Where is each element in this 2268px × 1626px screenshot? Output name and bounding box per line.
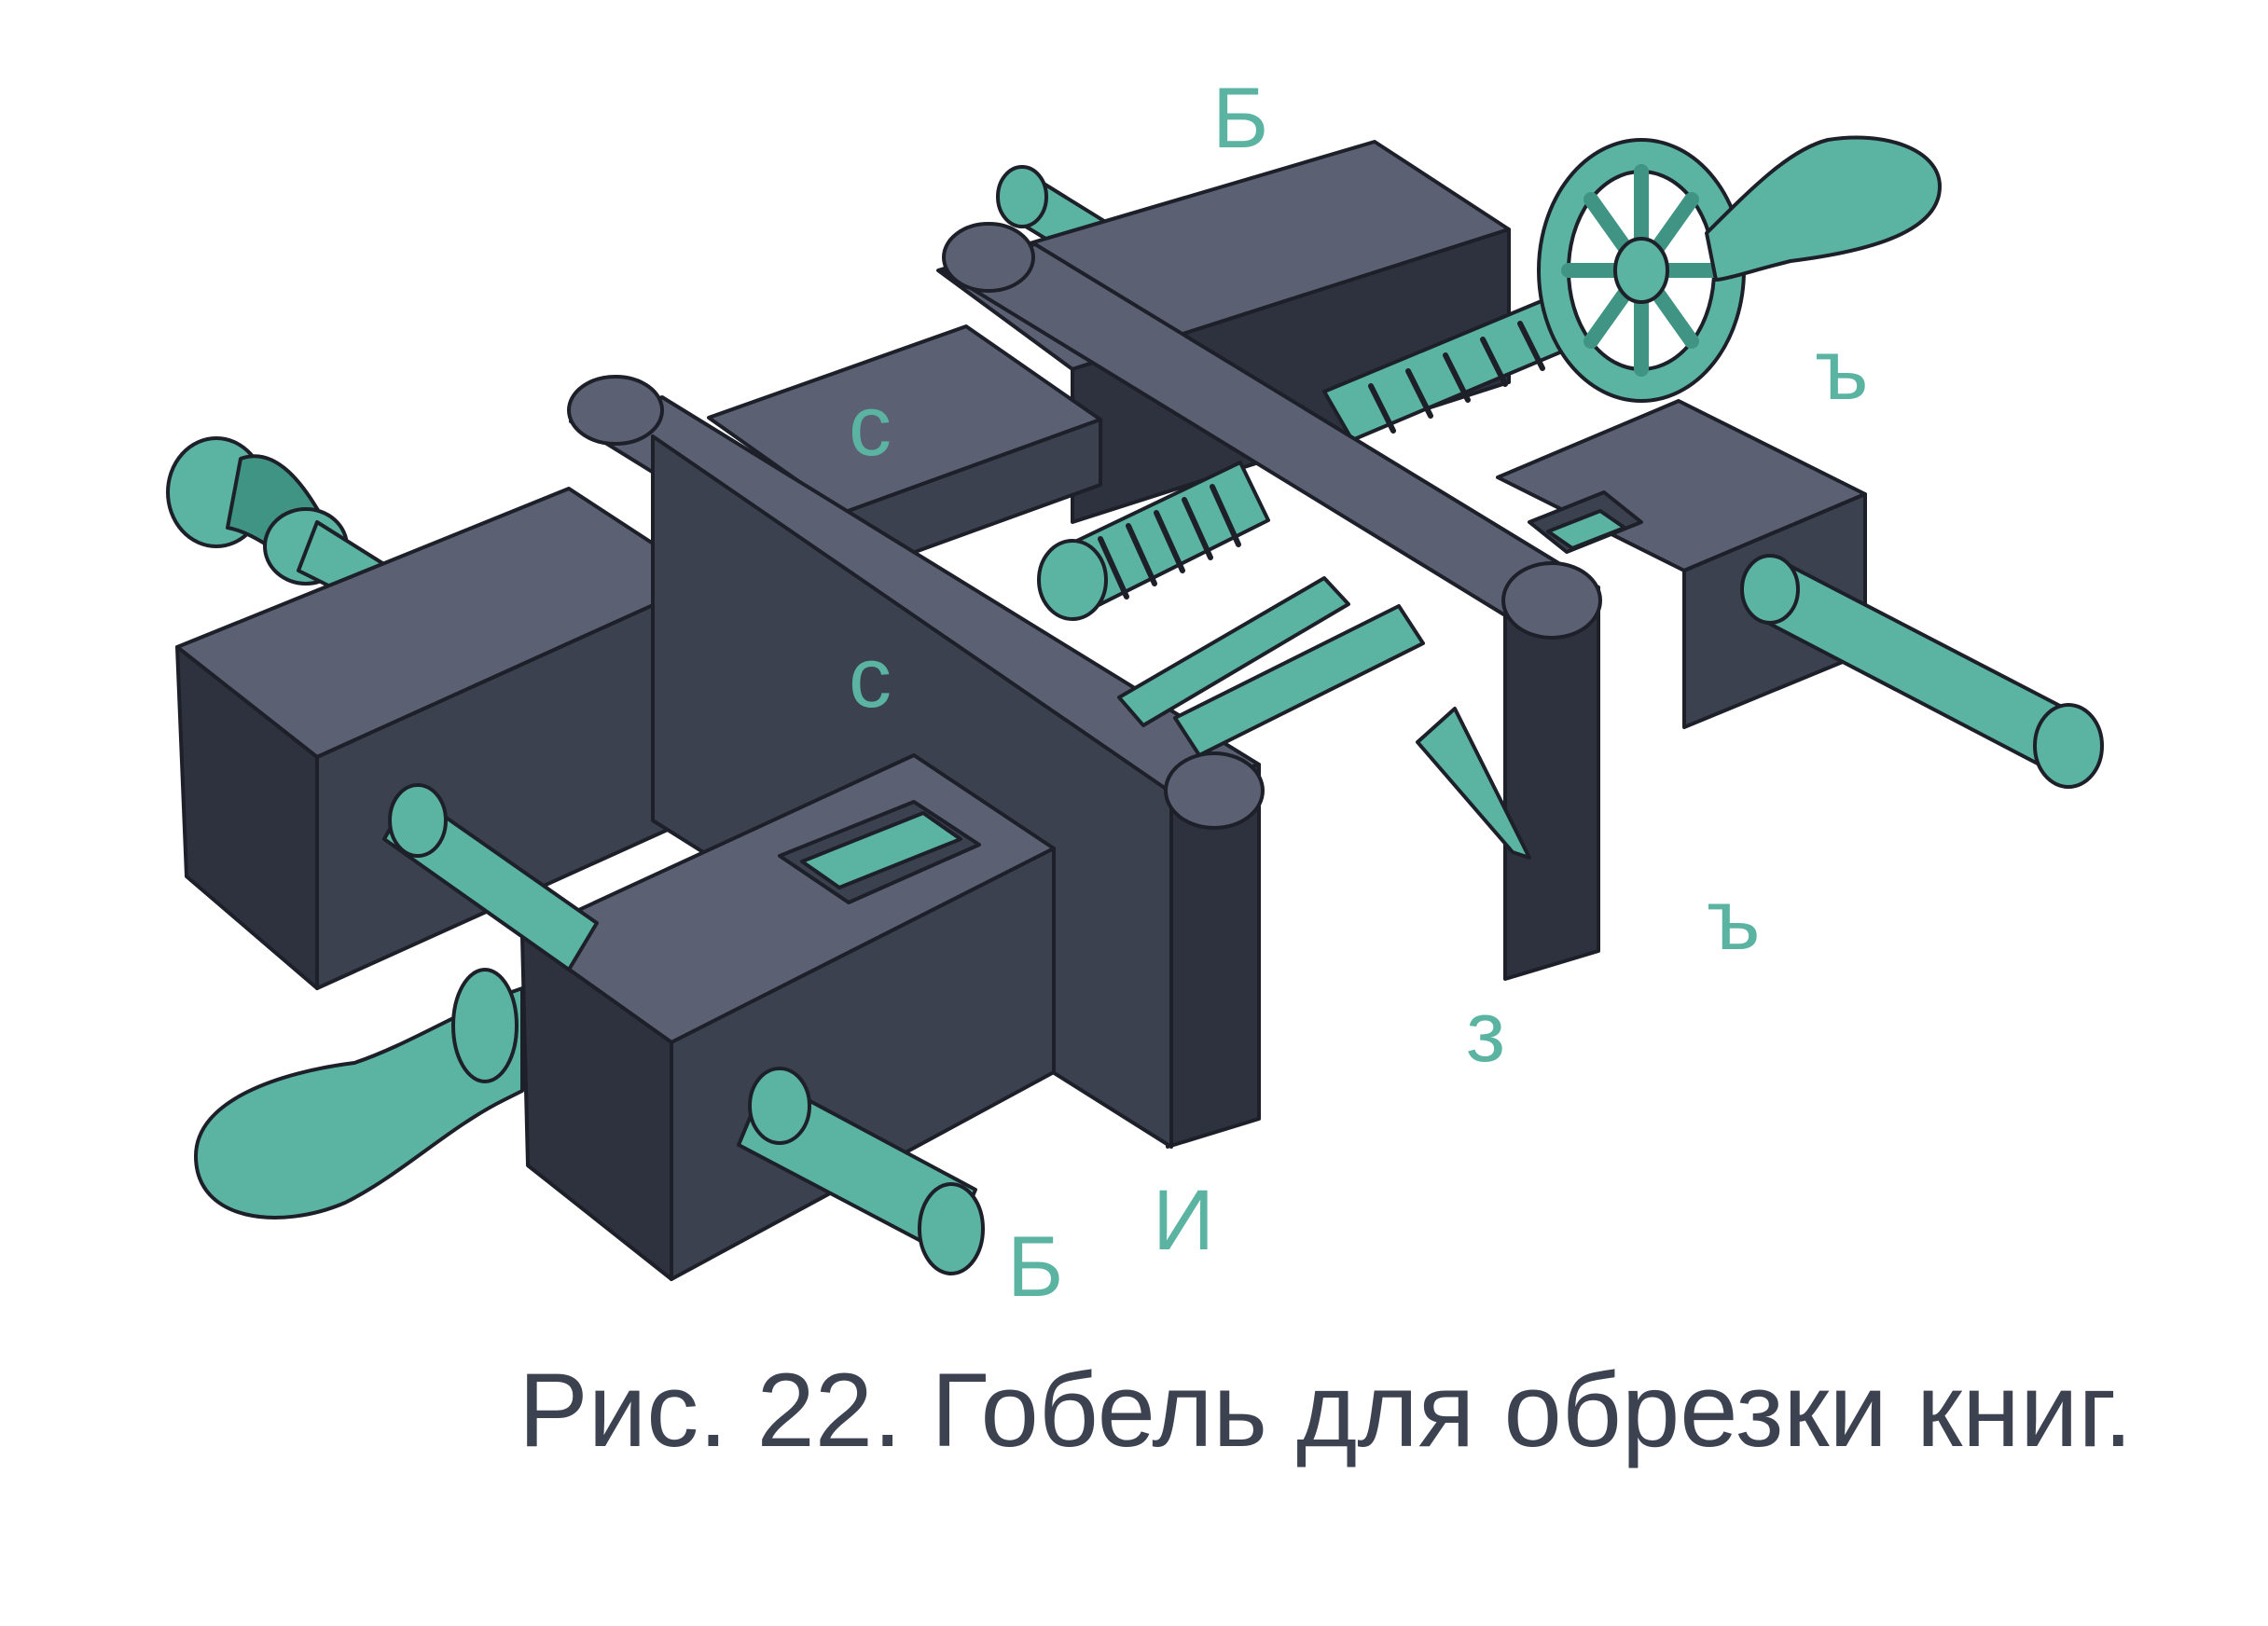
bottom-left-crank-grip bbox=[194, 968, 524, 1220]
knife-slots bbox=[1117, 576, 1531, 860]
front-guide-rod bbox=[737, 1067, 985, 1275]
label-hard-lower: ъ bbox=[1707, 873, 1761, 968]
label-z: з bbox=[1466, 985, 1505, 1080]
label-b-top: Б bbox=[1212, 71, 1268, 166]
left-crank-handle bbox=[166, 436, 384, 604]
label-hard-upper: ъ bbox=[1815, 323, 1869, 418]
label-s-lower: с bbox=[849, 630, 892, 725]
right-crank-grip bbox=[1705, 135, 1942, 282]
left-main-block bbox=[175, 487, 711, 990]
label-s-upper: с bbox=[849, 379, 892, 474]
hand-wheel bbox=[1537, 138, 1746, 403]
front-screw bbox=[1037, 461, 1270, 621]
label-b-bottom: Б bbox=[1007, 1220, 1063, 1315]
right-guide-rod bbox=[1740, 554, 2104, 789]
rear-crossbar bbox=[940, 222, 1602, 981]
front-lower-block bbox=[520, 753, 1056, 1281]
figure-caption: Рис. 22. Гобель для обрезки книг. bbox=[519, 1352, 2133, 1468]
label-i: И bbox=[1153, 1173, 1214, 1268]
front-left-guide-rod bbox=[382, 783, 599, 971]
